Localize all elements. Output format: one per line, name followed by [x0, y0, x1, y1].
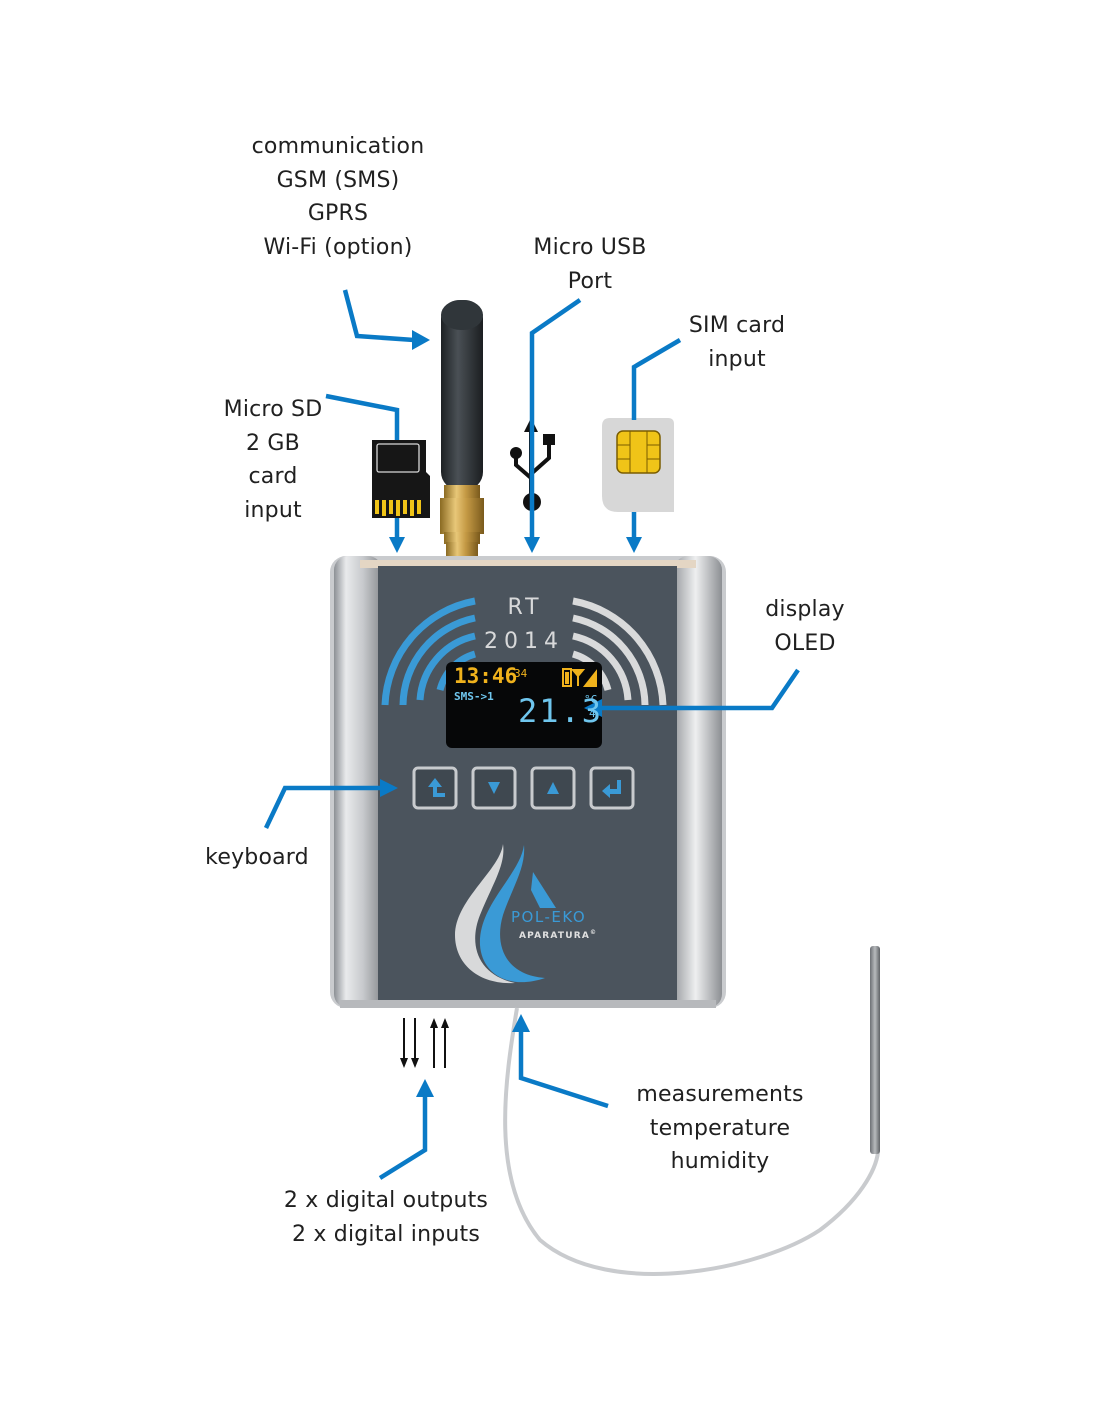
model-line-2: 2014	[484, 629, 564, 654]
label-measurements: measurements temperature humidity	[636, 1082, 804, 1174]
label-keyboard: keyboard	[205, 845, 309, 870]
callout-micro-usb	[529, 298, 582, 538]
sim-card-icon	[602, 418, 674, 512]
label-communication: communication GSM (SMS) GPRS Wi-Fi (opti…	[251, 134, 425, 260]
label-micro-usb: Micro USB Port	[533, 235, 647, 294]
arrowhead	[512, 1014, 530, 1032]
label-digital-io: 2 x digital outputs 2 x digital inputs	[283, 1188, 489, 1247]
back-key-icon	[428, 778, 445, 797]
temperature-probe	[870, 946, 880, 1154]
arrowhead	[412, 330, 430, 350]
sensor-cable	[503, 1007, 880, 1276]
arrowhead	[626, 537, 642, 553]
signal-arcs-right	[571, 597, 667, 706]
arrowhead	[389, 537, 405, 553]
brand-sub: APARATURA©	[519, 929, 598, 941]
arrowhead	[380, 779, 398, 797]
callout-communication	[342, 289, 415, 343]
micro-sd-card-icon	[372, 440, 430, 518]
signal-icon	[570, 669, 597, 687]
label-display: display OLED	[765, 597, 845, 656]
up-key-icon	[547, 782, 559, 794]
enter-key-icon	[602, 780, 621, 798]
callout-display	[600, 668, 800, 711]
display-time: 13:46	[454, 664, 518, 688]
keypad	[412, 766, 635, 810]
pol-eko-logo	[455, 844, 556, 984]
display-seconds: 34	[514, 667, 528, 680]
digital-io-arrows-icon	[400, 1018, 449, 1068]
arrowhead	[584, 699, 602, 717]
callout-digital-io	[378, 1095, 428, 1180]
display-channel: 4	[589, 707, 596, 720]
down-key-icon	[488, 782, 500, 794]
arrowhead	[416, 1079, 434, 1097]
display-status: SMS->1	[454, 690, 494, 703]
callout-measurements	[518, 1030, 609, 1109]
callout-keyboard	[263, 785, 382, 829]
label-micro-sd: Micro SD 2 GB card input	[223, 397, 323, 523]
label-sim-card: SIM card input	[688, 313, 786, 372]
model-line-1: RT	[507, 595, 543, 620]
battery-icon	[562, 668, 572, 687]
brand-name: POL-EKO	[511, 908, 587, 926]
arrowhead	[524, 537, 540, 553]
antenna	[440, 300, 484, 556]
display-unit: °C	[584, 693, 598, 706]
callout-micro-sd	[325, 393, 400, 440]
callout-sim	[631, 338, 682, 420]
display-temperature: 21.3	[518, 692, 604, 730]
